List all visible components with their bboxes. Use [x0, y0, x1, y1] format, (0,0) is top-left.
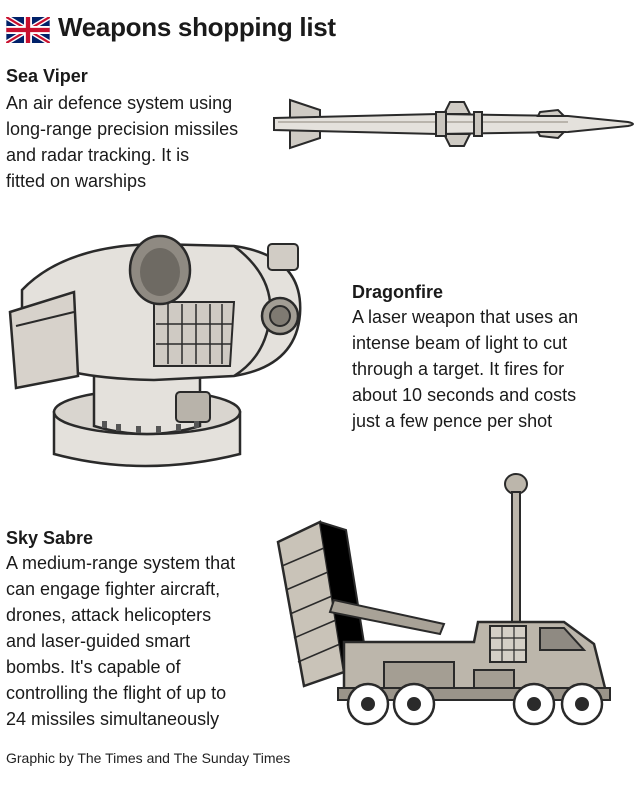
description-line: intense beam of light to cut: [352, 333, 568, 353]
item-title-dragonfire: Dragonfire: [352, 282, 444, 302]
description-line: A medium-range system that: [6, 553, 236, 573]
description-line: fitted on warships: [6, 171, 147, 191]
launcher-truck-icon: [276, 473, 611, 726]
description-line: An air defence system using: [6, 93, 233, 113]
description-line: through a target. It fires for: [352, 359, 565, 379]
description-line: drones, attack helicopters: [6, 605, 212, 625]
description-line: about 10 seconds and costs: [352, 385, 577, 405]
description-line: and radar tracking. It is: [6, 145, 190, 165]
laser-turret-icon: [8, 234, 302, 468]
item-description-sea-viper: An air defence system using long-range p…: [6, 90, 238, 194]
missile-icon: [273, 98, 634, 150]
description-line: long-range precision missiles: [6, 119, 239, 139]
page-title: Weapons shopping list: [58, 12, 336, 42]
description-line: just a few pence per shot: [352, 411, 553, 431]
item-title-sea-viper: Sea Viper: [6, 66, 88, 86]
union-jack-flag-icon: [6, 17, 50, 43]
item-description-dragonfire: A laser weapon that uses an intense beam…: [352, 304, 578, 434]
item-title-sky-sabre: Sky Sabre: [6, 528, 94, 548]
description-line: bombs. It's capable of: [6, 657, 181, 677]
credit-line: Graphic by The Times and The Sunday Time…: [6, 750, 291, 766]
description-line: and laser-guided smart: [6, 631, 191, 651]
description-line: can engage fighter aircraft,: [6, 579, 221, 599]
item-description-sky-sabre: A medium-range system that can engage fi…: [6, 550, 235, 732]
description-line: controlling the flight of up to: [6, 683, 227, 703]
description-line: 24 missiles simultaneously: [6, 709, 220, 729]
description-line: A laser weapon that uses an: [352, 307, 579, 327]
